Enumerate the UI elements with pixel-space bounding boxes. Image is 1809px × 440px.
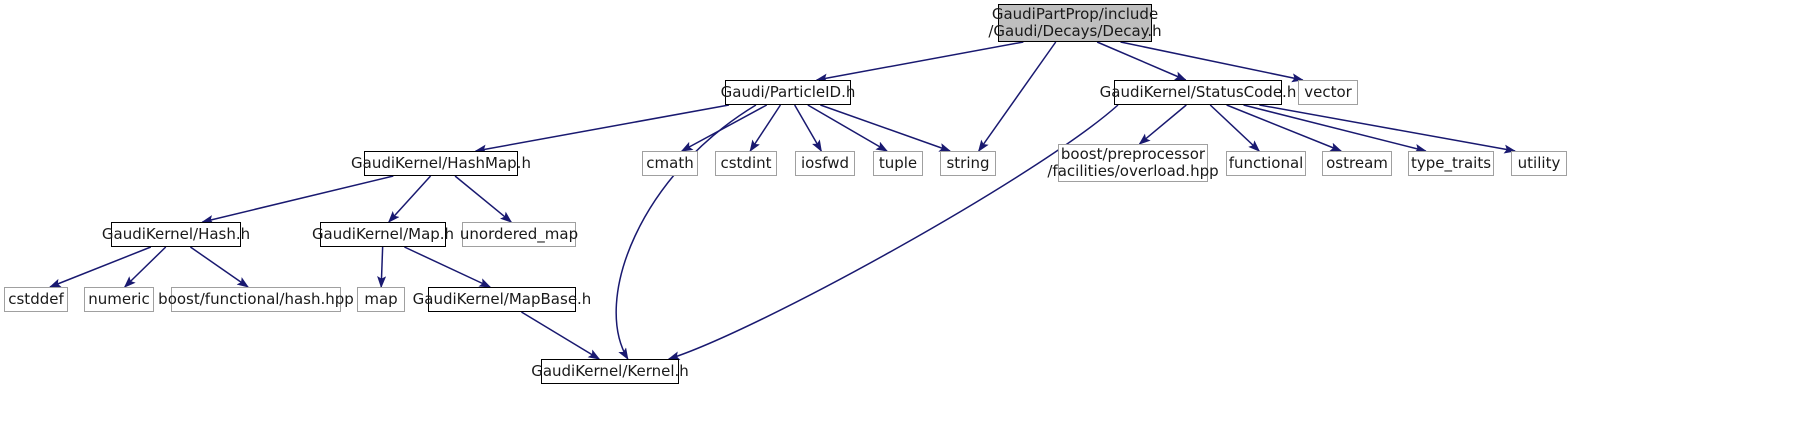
edge-decay-to-statuscode: [1096, 41, 1187, 81]
node-label: tuple: [878, 154, 918, 172]
edge-hashmap-to-map_h: [387, 175, 432, 223]
edge-map_h-to-mapbase: [404, 246, 492, 288]
node-map_h[interactable]: GaudiKernel/Map.h: [312, 222, 454, 247]
node-label: ostream: [1326, 154, 1388, 172]
node-typetraits[interactable]: type_traits: [1408, 151, 1494, 176]
node-label: vector: [1304, 83, 1352, 101]
node-unordered_map[interactable]: unordered_map: [460, 222, 578, 247]
edge-statuscode-to-boostoverload: [1138, 104, 1187, 145]
edge-decay-to-particleid: [815, 41, 1024, 83]
node-functional[interactable]: functional: [1226, 151, 1306, 176]
edge-particleid-to-string: [820, 104, 952, 152]
edge-hash-to-cstddef: [48, 246, 152, 288]
edge-statuscode-to-utility: [1259, 104, 1517, 154]
edge-hash-to-boosthash: [189, 246, 249, 288]
node-tuple[interactable]: tuple: [873, 151, 923, 176]
edge-particleid-to-cmath: [680, 104, 768, 152]
edge-map_h-to-map: [377, 246, 387, 289]
node-cstdint[interactable]: cstdint: [715, 151, 777, 176]
node-label: utility: [1517, 154, 1561, 172]
node-label: GaudiKernel/Map.h: [311, 225, 455, 243]
node-label: string: [946, 154, 990, 172]
node-string[interactable]: string: [940, 151, 996, 176]
node-kernel[interactable]: GaudiKernel/Kernel.h: [531, 359, 689, 384]
edge-hash-to-numeric: [123, 246, 167, 288]
node-label: GaudiKernel/Kernel.h: [531, 362, 689, 380]
node-boosthash[interactable]: boost/functional/hash.hpp: [158, 287, 354, 312]
node-label: unordered_map: [459, 225, 579, 243]
node-label: cstdint: [720, 154, 772, 172]
node-boostoverload[interactable]: boost/preprocessor /facilities/overload.…: [1047, 144, 1219, 182]
node-label: map: [364, 290, 398, 308]
node-label: boost/preprocessor /facilities/overload.…: [1047, 145, 1219, 180]
node-label: GaudiPartProp/include /Gaudi/Decays/Deca…: [988, 5, 1162, 40]
node-label: boost/functional/hash.hpp: [158, 290, 354, 308]
edge-particleid-to-kernel: [615, 104, 757, 361]
node-mapbase[interactable]: GaudiKernel/MapBase.h: [413, 287, 591, 312]
edges-group: [48, 41, 1517, 361]
edge-statuscode-to-typetraits: [1243, 104, 1427, 153]
edge-mapbase-to-kernel: [521, 311, 601, 360]
node-particleid[interactable]: Gaudi/ParticleID.h: [721, 80, 855, 105]
edge-statuscode-to-functional: [1209, 104, 1261, 152]
node-label: cmath: [646, 154, 694, 172]
node-utility[interactable]: utility: [1511, 151, 1567, 176]
edge-statuscode-to-kernel: [667, 104, 1119, 361]
edge-particleid-to-tuple: [807, 104, 889, 152]
edge-particleid-to-hashmap: [474, 104, 730, 154]
node-label: GaudiKernel/StatusCode.h: [1099, 83, 1297, 101]
edge-statuscode-to-ostream: [1226, 104, 1343, 152]
node-cmath[interactable]: cmath: [642, 151, 698, 176]
node-map[interactable]: map: [357, 287, 405, 312]
node-label: iosfwd: [801, 154, 849, 172]
node-cstddef[interactable]: cstddef: [4, 287, 68, 312]
edge-particleid-to-iosfwd: [794, 104, 822, 153]
node-label: cstddef: [8, 290, 64, 308]
node-label: GaudiKernel/HashMap.h: [351, 154, 531, 172]
node-label: Gaudi/ParticleID.h: [720, 83, 856, 101]
node-vector[interactable]: vector: [1298, 80, 1358, 105]
edge-particleid-to-cstdint: [749, 104, 782, 153]
node-ostream[interactable]: ostream: [1322, 151, 1392, 176]
node-hashmap[interactable]: GaudiKernel/HashMap.h: [351, 151, 531, 176]
edge-hashmap-to-unordered_map: [454, 175, 513, 223]
node-statuscode[interactable]: GaudiKernel/StatusCode.h: [1100, 80, 1296, 105]
node-label: numeric: [88, 290, 150, 308]
node-iosfwd[interactable]: iosfwd: [795, 151, 855, 176]
edge-hashmap-to-hash: [201, 175, 394, 224]
node-label: type_traits: [1410, 154, 1492, 172]
node-numeric[interactable]: numeric: [84, 287, 154, 312]
node-label: GaudiKernel/Hash.h: [101, 225, 251, 243]
edge-decay-to-vector: [1120, 41, 1304, 83]
node-label: functional: [1228, 154, 1304, 172]
node-label: GaudiKernel/MapBase.h: [412, 290, 592, 308]
edge-decay-to-string: [978, 41, 1057, 152]
node-decay[interactable]: GaudiPartProp/include /Gaudi/Decays/Deca…: [988, 4, 1162, 42]
node-hash[interactable]: GaudiKernel/Hash.h: [102, 222, 250, 247]
